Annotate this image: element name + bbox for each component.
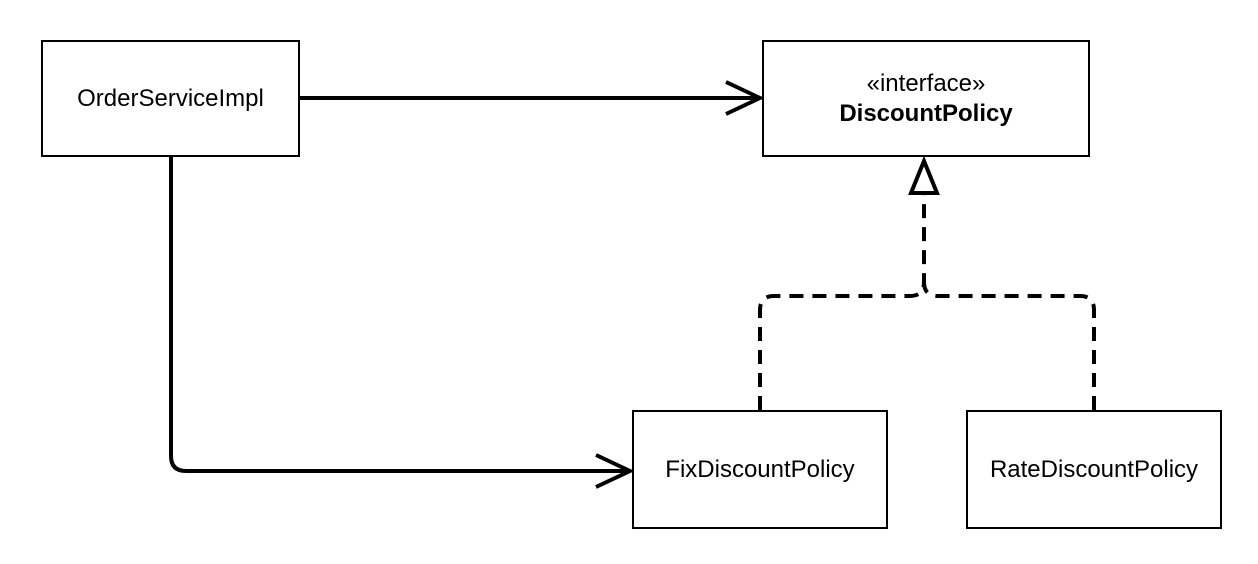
- class-rate-discount-policy: RateDiscountPolicy: [966, 410, 1222, 529]
- stereotype-label: «interface»: [866, 69, 986, 97]
- hollow-triangle-arrowhead: [908, 155, 940, 195]
- class-fix-discount-policy: FixDiscountPolicy: [632, 410, 888, 529]
- class-name: FixDiscountPolicy: [665, 455, 855, 483]
- edge-realization: [758, 155, 1096, 410]
- class-order-service-impl: OrderServiceImpl: [41, 40, 300, 157]
- class-name: RateDiscountPolicy: [989, 455, 1199, 483]
- realization-line-fix: [758, 193, 926, 410]
- class-name: OrderServiceImpl: [77, 84, 264, 112]
- interface-name: DiscountPolicy: [839, 99, 1013, 127]
- edge-order-to-discount-policy: [300, 80, 765, 116]
- open-arrowhead: [725, 80, 765, 116]
- edge-line: [169, 157, 630, 473]
- open-arrowhead: [595, 453, 635, 489]
- interface-discount-policy: «interface» DiscountPolicy: [762, 40, 1090, 157]
- realization-line-rate: [922, 281, 1096, 410]
- edge-order-to-fix-discount-policy: [169, 157, 635, 489]
